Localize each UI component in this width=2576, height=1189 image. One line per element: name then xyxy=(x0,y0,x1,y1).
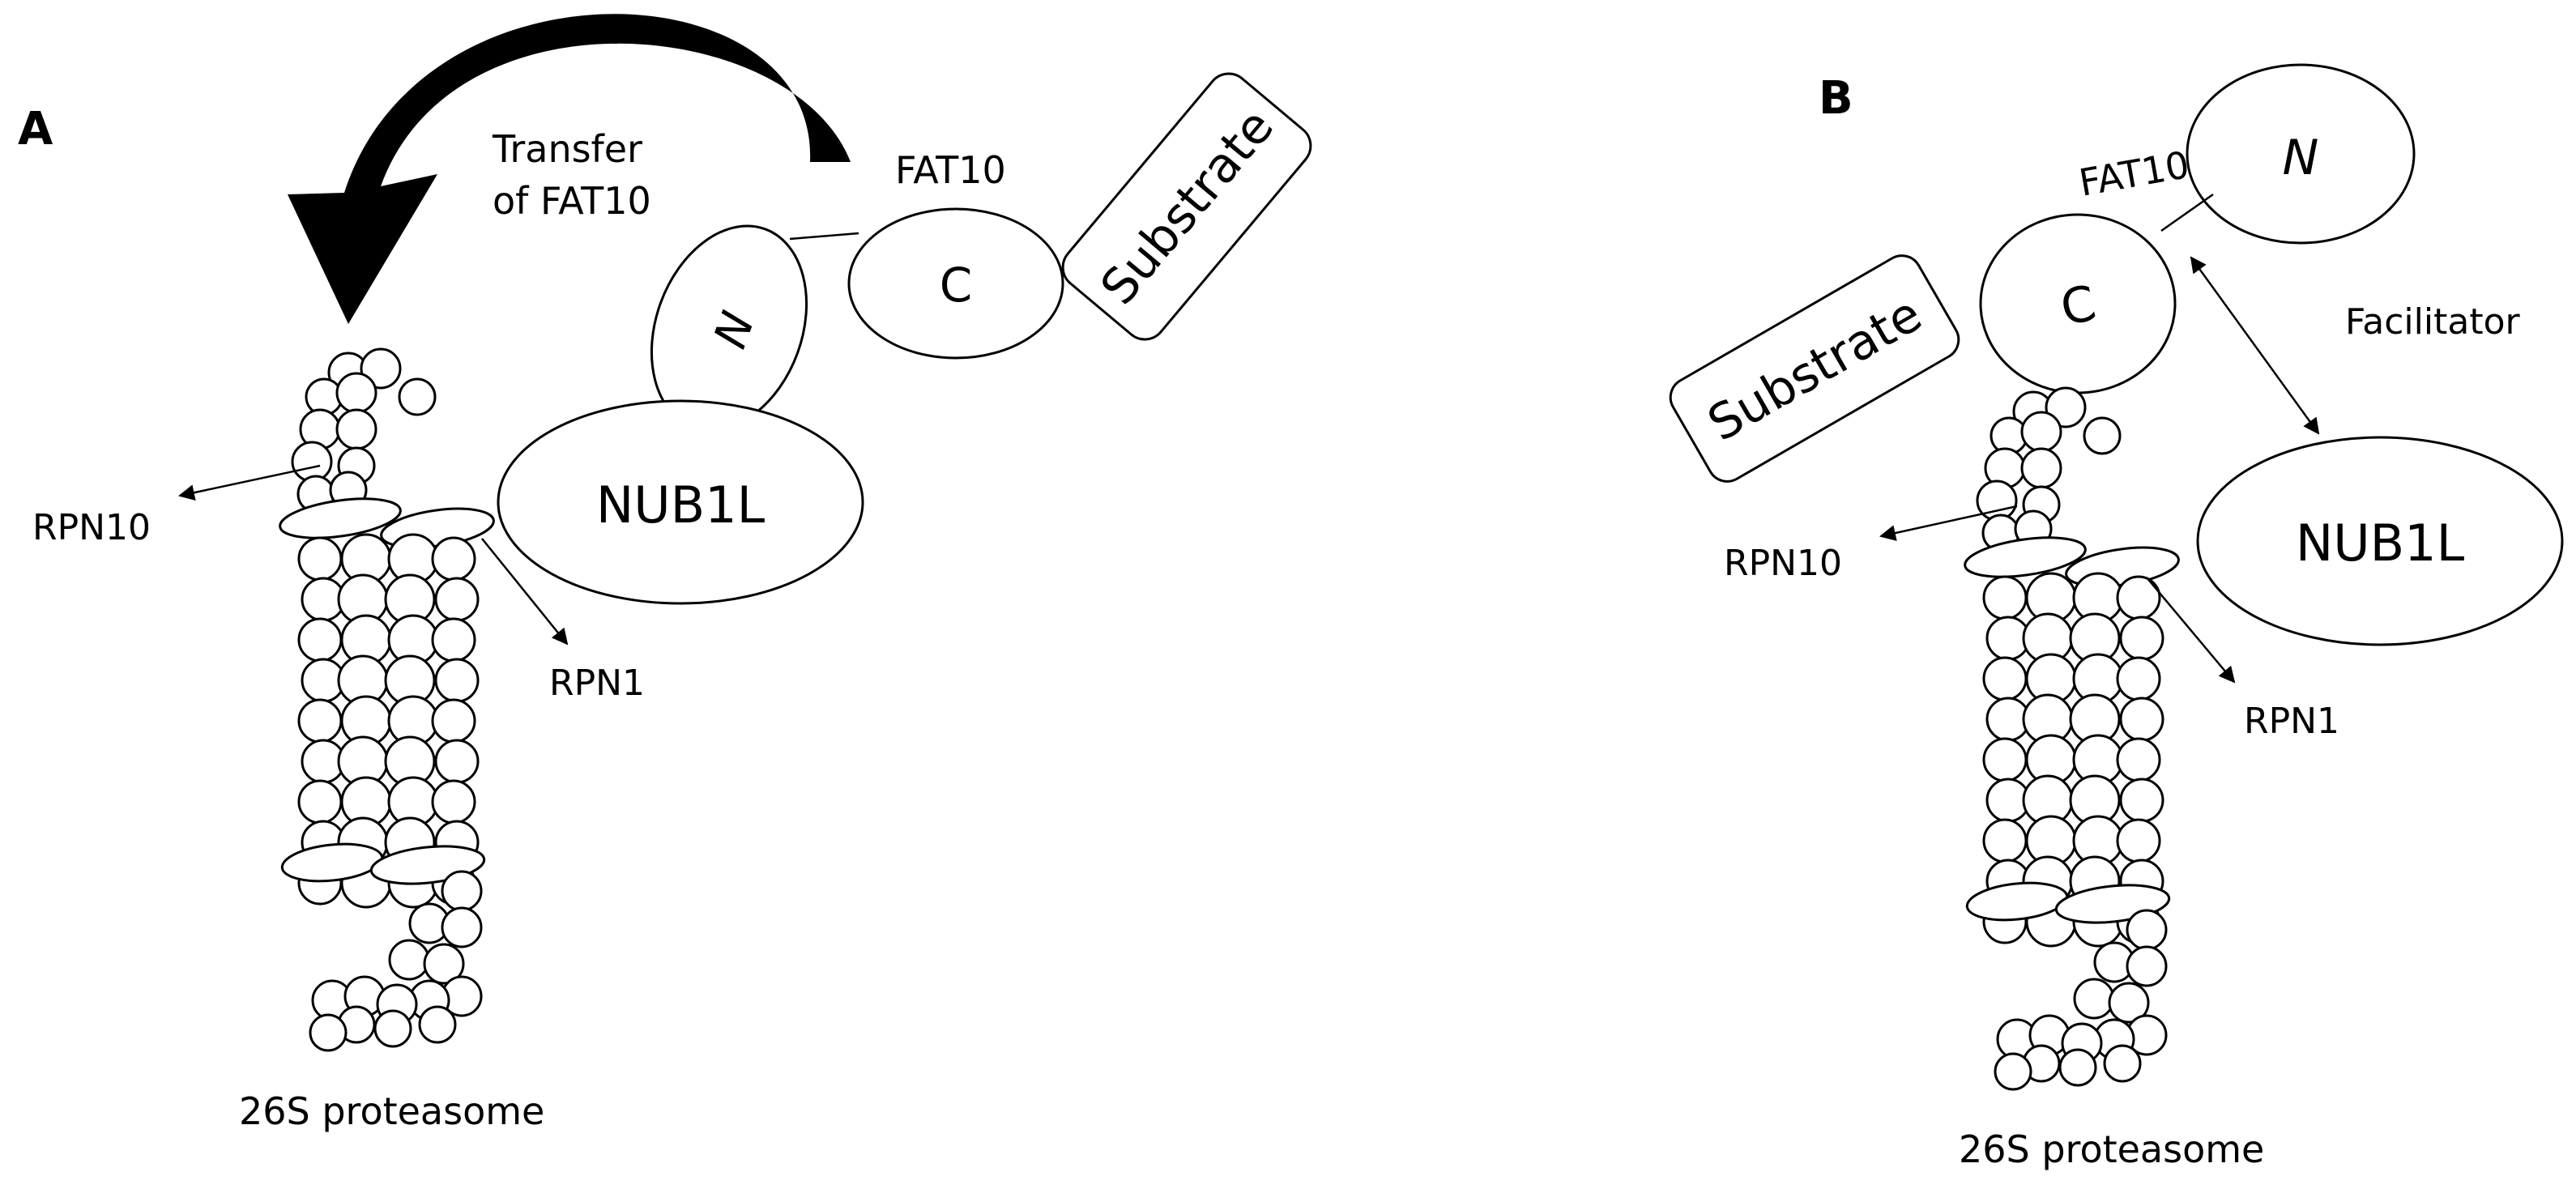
fat10-label-b: FAT10 xyxy=(2076,143,2193,205)
proteasome-subunit xyxy=(1982,818,2028,863)
proteasome-subunit xyxy=(335,408,377,450)
proteasome-subunit xyxy=(2116,737,2161,782)
nub1l-label-b: NUB1L xyxy=(2296,514,2465,573)
rpn1-label-b: RPN1 xyxy=(2244,701,2339,742)
transfer-label-line1: Transfer xyxy=(492,127,642,171)
rpn10-label-b: RPN10 xyxy=(1724,543,1842,584)
proteasome-subunit xyxy=(2119,697,2164,742)
proteasome-subunit xyxy=(2103,1044,2142,1083)
proteasome-subunit xyxy=(1982,656,2028,701)
proteasome-subunit xyxy=(2020,447,2062,489)
proteasome-subunit xyxy=(297,779,343,825)
panel-b-label: B xyxy=(1819,72,1853,125)
fat10-linker-a xyxy=(789,232,859,241)
proteasome-subunit xyxy=(1994,1052,2032,1091)
proteasome-subunit xyxy=(2116,656,2161,701)
nub1l-ellipse-b xyxy=(2196,436,2564,646)
rpn10-label-a: RPN10 xyxy=(32,507,151,548)
proteasome-subunit xyxy=(291,441,333,483)
rpn10-arrow-a xyxy=(178,464,321,501)
proteasome-subunit xyxy=(297,536,343,582)
substrate-box-a: Substrate xyxy=(1061,72,1312,341)
proteasome-subunit xyxy=(431,536,476,582)
proteasome-subunit xyxy=(423,943,465,985)
panel-a-label: A xyxy=(18,103,53,156)
fat10-c-domain-a xyxy=(847,207,1064,360)
proteasome-subunit xyxy=(441,870,483,912)
proteasome-subunit xyxy=(434,658,480,703)
transfer-label-line2: of FAT10 xyxy=(493,179,651,223)
panel-b: B FAT10 N C Substrate Facilitator NUB1L … xyxy=(1669,63,2564,1171)
proteasome-ring xyxy=(280,842,384,883)
proteasome-subunit xyxy=(2126,945,2168,987)
rpn1-label-a: RPN1 xyxy=(549,663,645,704)
fat10-label-a: FAT10 xyxy=(895,148,1006,192)
fat10-n-label-b: N xyxy=(2283,130,2319,186)
rpn10-arrow-b xyxy=(1879,505,2018,541)
proteasome-subunit xyxy=(2073,978,2115,1020)
proteasome-subunit xyxy=(434,739,480,784)
proteasome-subunit xyxy=(2126,909,2168,951)
proteasome-ring xyxy=(1964,536,2087,578)
proteasome-subunit xyxy=(431,779,476,825)
proteasome-subunit xyxy=(388,939,430,981)
proteasome-subunit xyxy=(373,1009,412,1048)
proteasome-subunit xyxy=(2020,411,2062,453)
proteasome-subunit xyxy=(1982,737,2028,782)
proteasome-subunit xyxy=(418,1005,457,1044)
facilitator-label-b: Facilitator xyxy=(2345,301,2520,343)
facilitator-arrow-b xyxy=(2190,256,2320,435)
proteasome-subunit xyxy=(2119,778,2164,823)
proteasome-subunit xyxy=(309,1013,348,1052)
proteasome-a xyxy=(279,347,495,1052)
proteasome-subunit xyxy=(2083,416,2122,455)
proteasome-subunit xyxy=(441,906,483,948)
proteasome-ring xyxy=(279,497,402,539)
proteasome-subunit xyxy=(2116,575,2161,620)
proteasome-subunit xyxy=(398,377,437,416)
proteasome-subunit xyxy=(431,617,476,663)
panel-a: A Transfer of FAT10 FAT10 N C Substrate … xyxy=(18,14,1312,1133)
proteasome-subunit xyxy=(431,698,476,744)
proteasome-subunit xyxy=(1982,575,2028,620)
proteasome-subunit xyxy=(434,577,480,622)
proteasome-subunit xyxy=(2116,818,2161,863)
transfer-arrow xyxy=(288,14,851,324)
fat10-n-domain-b xyxy=(2186,63,2416,245)
proteasome-label-b: 26S proteasome xyxy=(1959,1127,2264,1171)
rpn1-arrow-a xyxy=(481,538,569,646)
substrate-box-b: Substrate xyxy=(1669,254,1960,483)
proteasome-subunit xyxy=(297,617,343,663)
fat10-linker-b xyxy=(2160,193,2214,232)
proteasome-b xyxy=(1964,386,2180,1091)
proteasome-subunit xyxy=(2119,616,2164,661)
proteasome-ring xyxy=(1965,881,2069,922)
nub1l-label-a: NUB1L xyxy=(596,475,766,535)
rpn1-arrow-b xyxy=(2146,577,2236,684)
nub1l-ellipse-a xyxy=(497,399,864,605)
proteasome-subunit xyxy=(2108,982,2150,1024)
proteasome-label-a: 26S proteasome xyxy=(239,1089,544,1133)
proteasome-subunit xyxy=(335,372,377,414)
fat10-c-label-a: C xyxy=(940,258,973,313)
proteasome-subunit xyxy=(2058,1048,2097,1087)
proteasome-subunit xyxy=(297,698,343,744)
